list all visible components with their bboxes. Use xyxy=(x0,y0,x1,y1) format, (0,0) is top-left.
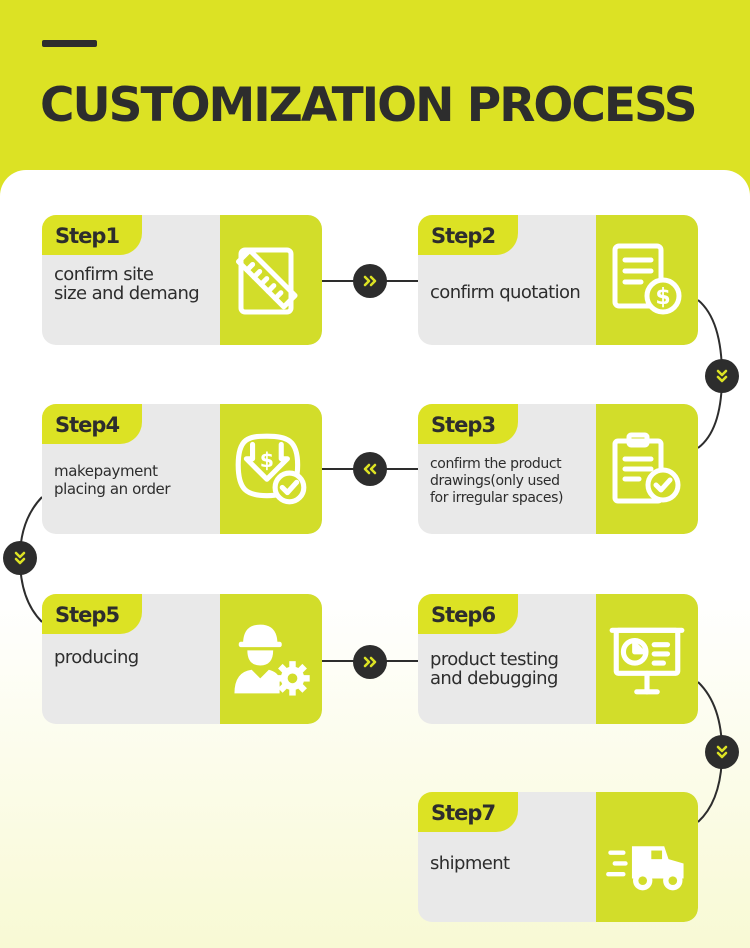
step-description: confirm the product drawings(only used f… xyxy=(430,456,600,506)
step-label: Step3 xyxy=(418,404,518,444)
step-card-4: Step4 makepayment placing an order $ xyxy=(42,404,322,534)
step-text-line: confirm the product xyxy=(430,456,562,472)
step-text-line: and debugging xyxy=(430,668,558,690)
step-card-1: Step1 confirm site size and demang xyxy=(42,215,322,345)
icon-area: $ xyxy=(596,215,698,345)
svg-text:$: $ xyxy=(260,448,274,472)
step-text-line: shipment xyxy=(430,853,510,874)
step-text-line: placing an order xyxy=(54,480,171,498)
step-text-line: drawings(only used xyxy=(430,472,560,489)
step-card-6: Step6 product testing and debugging xyxy=(418,594,698,724)
step-description: product testing and debugging xyxy=(430,650,600,689)
icon-area xyxy=(596,594,698,724)
step-description: confirm site size and demang xyxy=(54,265,224,304)
step-card-3: Step3 confirm the product drawings(only … xyxy=(418,404,698,534)
step-card-2: Step2 confirm quotation $ xyxy=(418,215,698,345)
step-card-7: Step7 shipment xyxy=(418,792,698,922)
icon-area xyxy=(220,594,322,724)
arrow-down-icon xyxy=(3,541,37,575)
arrow-right-icon xyxy=(353,264,387,298)
worker-gear-icon xyxy=(234,624,310,696)
step-label: Step2 xyxy=(418,215,518,255)
presentation-chart-icon xyxy=(609,627,685,695)
header-accent-bar xyxy=(42,40,97,47)
clipboard-check-icon xyxy=(612,432,681,504)
step-card-5: Step5 producing xyxy=(42,594,322,724)
quotation-dollar-icon: $ xyxy=(612,243,682,315)
arrow-down-icon xyxy=(705,359,739,393)
arrow-right-icon xyxy=(353,645,387,679)
step-text-line: producing xyxy=(54,647,139,668)
step-description: confirm quotation xyxy=(430,282,600,303)
icon-area xyxy=(596,404,698,534)
svg-text:$: $ xyxy=(655,285,670,310)
icon-area xyxy=(220,215,322,345)
page-title: CUSTOMIZATION PROCESS xyxy=(40,78,698,133)
step-label: Step4 xyxy=(42,404,142,444)
payment-dollar-icon: $ xyxy=(235,433,307,505)
arrow-left-icon xyxy=(353,452,387,486)
arrow-down-icon xyxy=(705,735,739,769)
step-text-line: confirm quotation xyxy=(430,282,581,303)
step-text-line: product testing xyxy=(430,649,559,670)
delivery-truck-icon xyxy=(606,846,684,891)
step-description: producing xyxy=(54,647,224,668)
ruler-pencil-icon xyxy=(235,247,298,315)
step-description: makepayment placing an order xyxy=(54,462,224,498)
step-label: Step7 xyxy=(418,792,518,832)
step-label: Step6 xyxy=(418,594,518,634)
icon-area xyxy=(596,792,698,922)
step-text-line: confirm site xyxy=(54,264,154,285)
step-description: shipment xyxy=(430,853,600,874)
step-text-line: for irregular spaces) xyxy=(430,489,564,506)
icon-area: $ xyxy=(220,404,322,534)
step-label: Step5 xyxy=(42,594,142,634)
step-label: Step1 xyxy=(42,215,142,255)
step-text-line: size and demang xyxy=(54,283,200,305)
step-text-line: makepayment xyxy=(54,462,158,480)
